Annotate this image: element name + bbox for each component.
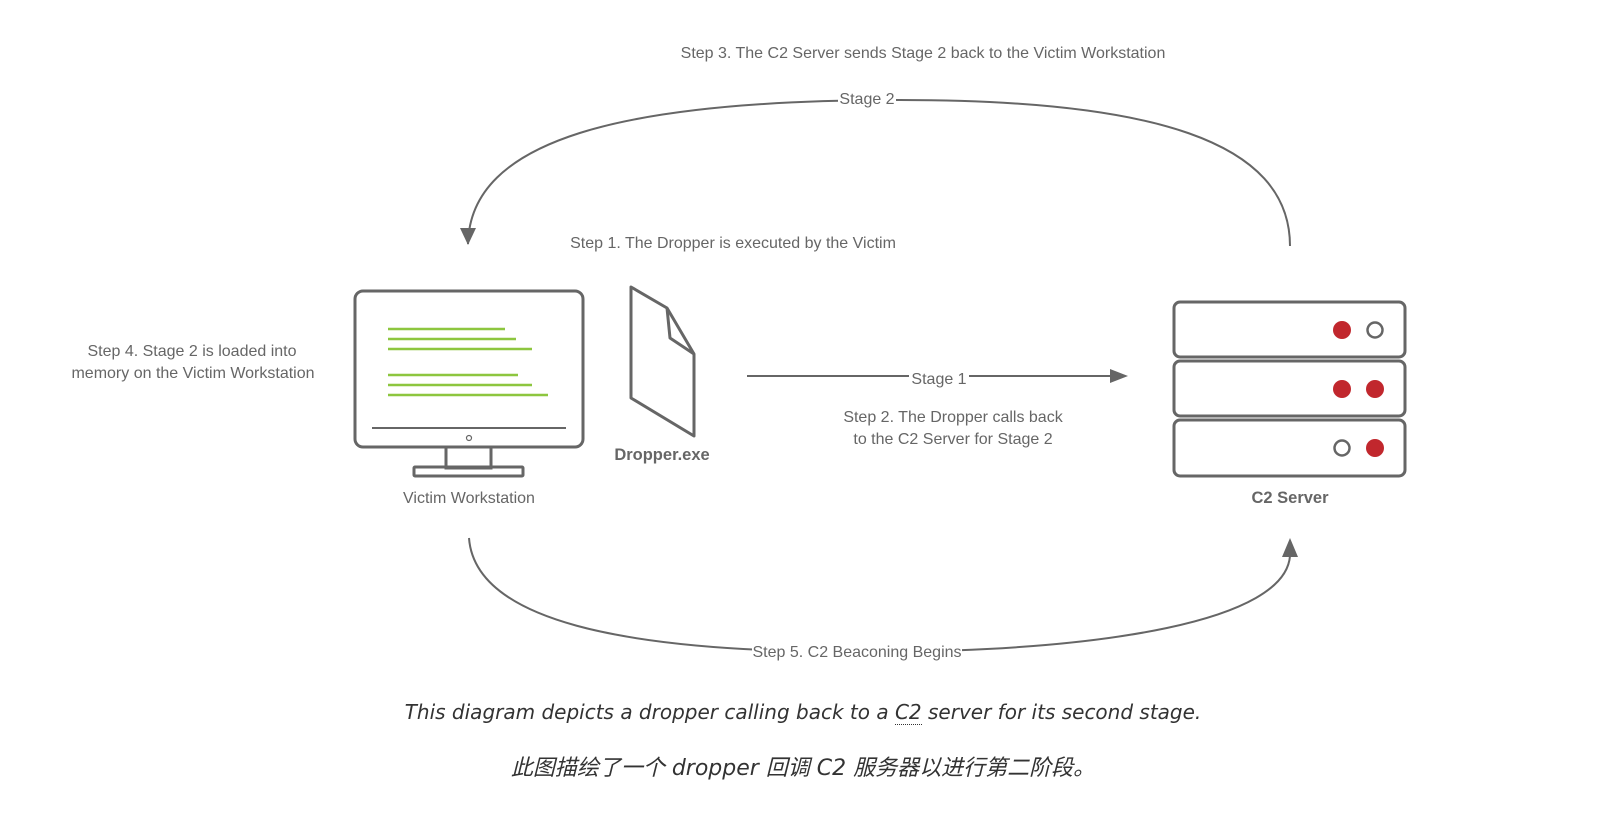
server-led-2b — [1366, 380, 1384, 398]
stage2-label-bg — [838, 89, 896, 109]
beaconing-arrowhead — [1282, 538, 1298, 557]
stage1-label: Stage 1 — [911, 371, 966, 388]
c2-server-label: C2 Server — [1251, 489, 1329, 507]
stage2-label: Stage 2 — [839, 91, 894, 108]
beaconing-curve — [468, 537, 1291, 654]
caption-english-end: server for its second stage. — [921, 700, 1202, 724]
caption-english: This diagram depicts a dropper calling b… — [0, 700, 1606, 725]
server-led-3b — [1366, 439, 1384, 457]
step2-label-line1: Step 2. The Dropper calls back — [843, 409, 1063, 426]
server-unit-3 — [1172, 418, 1407, 478]
server-led-3a — [1333, 439, 1351, 457]
step1-label: Step 1. The Dropper is executed by the V… — [570, 235, 896, 252]
monitor-icon — [353, 289, 585, 478]
file-icon — [629, 285, 696, 438]
step2-label-line2: to the C2 Server for Stage 2 — [853, 431, 1052, 448]
step4-label-line1: Step 4. Stage 2 is loaded into — [87, 343, 296, 360]
dropper-exe-label: Dropper.exe — [614, 446, 709, 464]
step5-label: Step 5. C2 Beaconing Begins — [752, 644, 961, 661]
stage2-arrowhead — [460, 228, 476, 245]
server-led-2a — [1333, 380, 1351, 398]
stage1-arrowhead — [1110, 369, 1128, 383]
victim-workstation-label: Victim Workstation — [403, 490, 535, 507]
server-led-1a — [1333, 321, 1351, 339]
server-unit-1 — [1172, 300, 1407, 359]
stage2-curve — [467, 98, 1291, 247]
c2-abbreviation: C2 — [894, 700, 922, 725]
step4-label-line2: memory on the Victim Workstation — [71, 365, 314, 382]
server-icon — [1172, 300, 1407, 478]
step3-label: Step 3. The C2 Server sends Stage 2 back… — [681, 45, 1166, 62]
caption-english-start: This diagram depicts a dropper calling b… — [404, 700, 895, 724]
step5-label-bg — [752, 642, 962, 662]
server-led-1b — [1366, 321, 1384, 339]
stage1-label-bg — [909, 368, 969, 386]
code-lines — [388, 327, 548, 397]
c2-dropper-diagram: Step 3. The C2 Server sends Stage 2 back… — [71, 45, 1407, 662]
caption-chinese: 此图描绘了一个 dropper 回调 C2 服务器以进行第二阶段。 — [510, 756, 1096, 781]
server-unit-2 — [1172, 359, 1407, 418]
